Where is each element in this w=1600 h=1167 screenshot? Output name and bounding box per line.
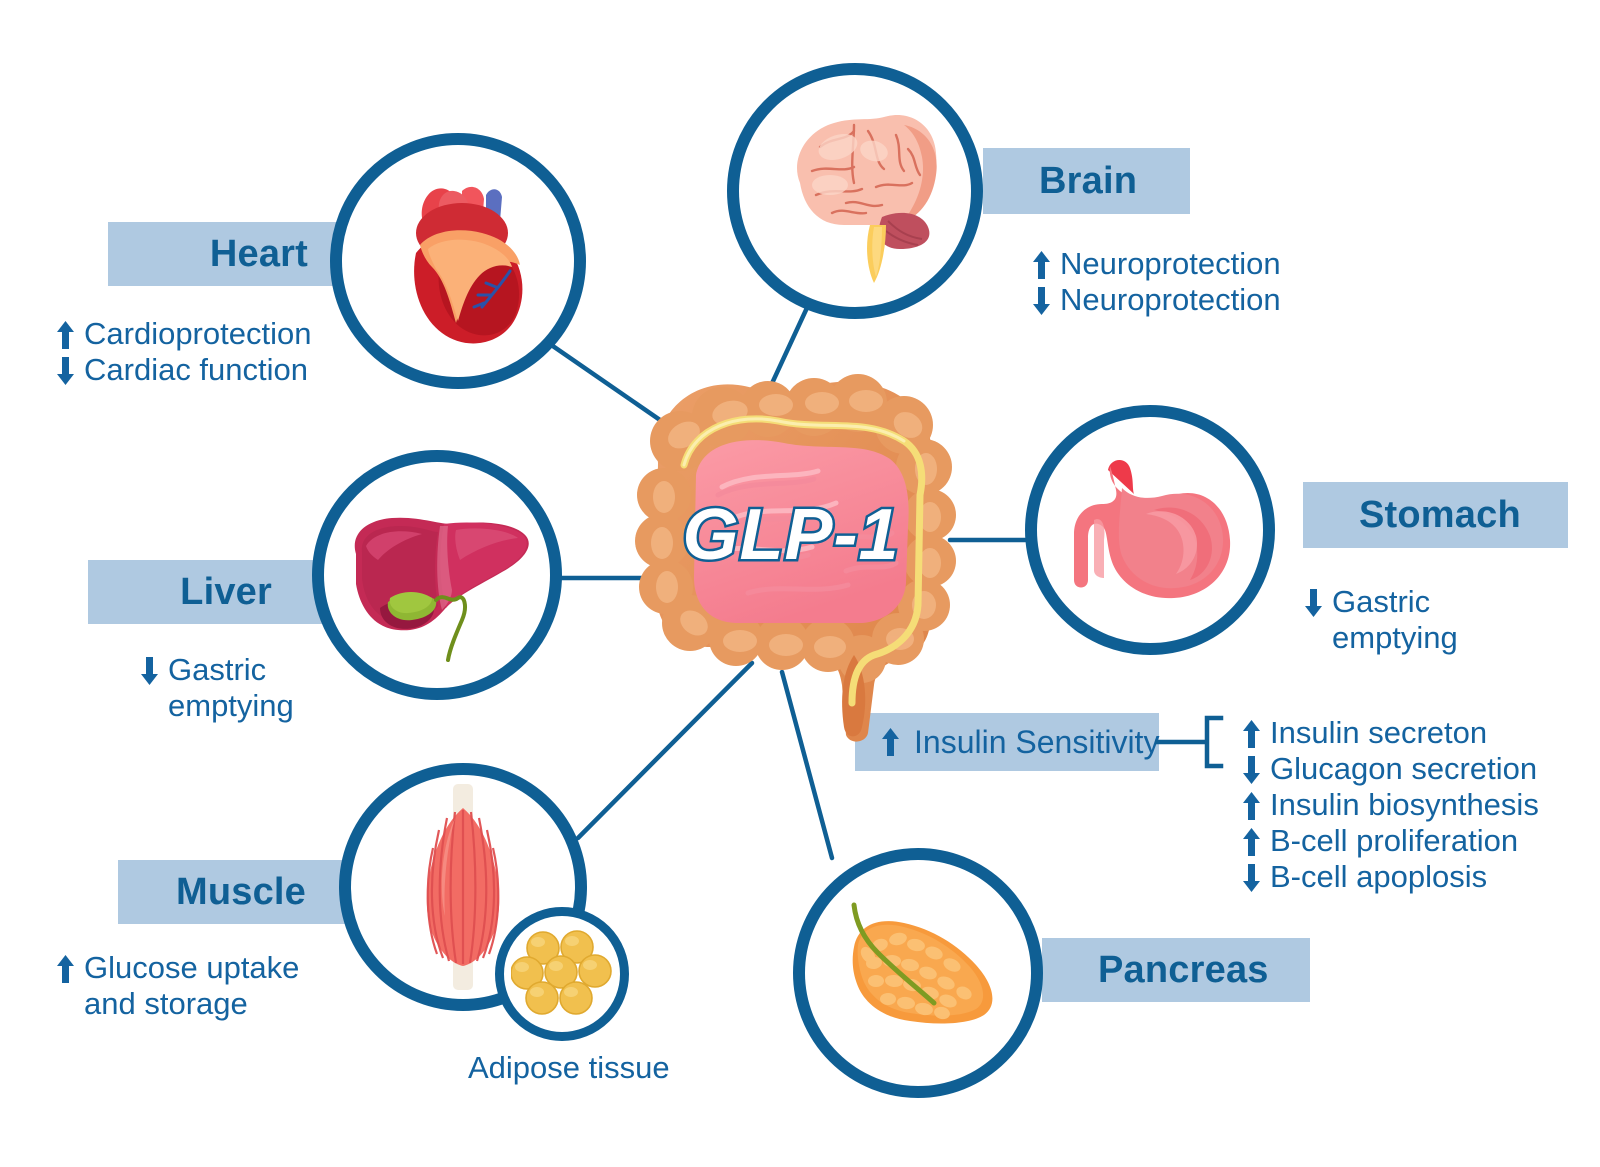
effect-row: Glucagon secretion [1242,751,1539,787]
effect-text: Gastric emptying [1332,584,1458,655]
effect-text: Neuroprotection [1060,281,1281,317]
liver-icon [354,517,529,662]
insulin-sensitivity-label: Insulin Sensitivity [914,723,1160,760]
label-bar-muscle: Muscle [118,860,358,924]
muscle-icon [426,784,500,990]
arrow-up-icon [57,321,74,349]
circle-adipose[interactable] [495,907,629,1041]
circle-stomach[interactable] [1025,405,1275,655]
intestine-illustration [635,374,956,742]
arrow-down-icon [57,356,74,385]
arrow-up-icon [1243,791,1260,820]
pancreas-icon [851,902,993,1024]
effects-brain: Neuroprotection Neuroprotection [1032,246,1281,318]
circle-liver[interactable] [312,450,562,700]
effect-text: Gastric emptying [168,652,294,723]
effect-text: Cardioprotection [84,316,312,351]
effect-text: Glucose uptake and storage [84,950,300,1021]
effect-row: Cardioprotection [56,316,311,352]
effect-text: Insulin secreton [1270,715,1488,750]
label-liver: Liver [180,570,272,613]
insulin-bracket-list: Insulin secreton Glucagon secretion Insu… [1242,715,1539,895]
effect-row: Insulin secreton [1242,715,1539,751]
effect-row: Insulin biosynthesis [1242,787,1539,823]
circle-pancreas[interactable] [793,848,1043,1098]
effect-text: Glucagon secretion [1270,750,1538,786]
effect-row: Neuroprotection [1032,282,1281,318]
stomach-icon [1074,459,1231,599]
effect-text: Cardiac function [84,351,309,387]
effects-heart: Cardioprotection Cardiac function [56,316,311,388]
label-bar-brain: Brain [983,148,1190,214]
effect-row: Neuroprotection [1032,246,1281,282]
label-bar-stomach: Stomach [1303,482,1568,548]
effects-muscle: Glucose uptake and storage [56,950,324,1022]
arrow-up-icon [882,728,899,756]
label-bar-heart: Heart [108,222,360,286]
arrow-up-icon [1243,720,1260,748]
center-intestine: GLP-1 [618,355,964,745]
arrow-up-icon [1033,251,1050,279]
label-brain: Brain [1039,159,1138,202]
effect-row: Glucose uptake and storage [56,950,324,1022]
label-stomach: Stomach [1359,493,1521,536]
effect-row: B-cell proliferation [1242,823,1539,859]
bracket-connector [1155,715,1224,769]
arrow-up-icon [1243,827,1260,856]
effect-text: B-cell proliferation [1270,822,1519,858]
label-muscle: Muscle [175,870,306,913]
effect-row: Gastric emptying [140,652,340,724]
brain-icon [797,114,937,283]
arrow-up-icon [57,955,74,983]
effects-liver: Gastric emptying [140,652,340,724]
effect-text: Insulin biosynthesis [1270,786,1539,822]
arrow-down-icon [1243,863,1260,892]
label-bar-pancreas: Pancreas [1042,938,1310,1002]
circle-muscle[interactable] [339,763,587,1011]
adipose-cells-icon [511,930,612,1015]
arrow-down-icon [1033,286,1050,315]
circle-heart[interactable] [330,133,586,389]
insulin-sensitivity-bar: Insulin Sensitivity [855,713,1159,771]
effect-text: Neuroprotection [1060,246,1281,281]
label-bar-liver: Liver [88,560,324,624]
effect-row: B-cell apoplosis [1242,859,1539,895]
circle-brain[interactable] [727,63,983,319]
label-pancreas: Pancreas [1098,948,1269,991]
effects-stomach: Gastric emptying [1304,584,1514,656]
effect-row: Cardiac function [56,352,311,388]
label-heart: Heart [209,232,308,275]
adipose-caption: Adipose tissue [468,1050,670,1085]
effect-text: B-cell apoplosis [1270,858,1488,894]
arrow-down-icon [1243,755,1260,784]
heart-icon [414,186,523,344]
arrow-down-icon [1305,589,1322,617]
arrow-down-icon [141,657,158,685]
effect-row: Gastric emptying [1304,584,1514,656]
